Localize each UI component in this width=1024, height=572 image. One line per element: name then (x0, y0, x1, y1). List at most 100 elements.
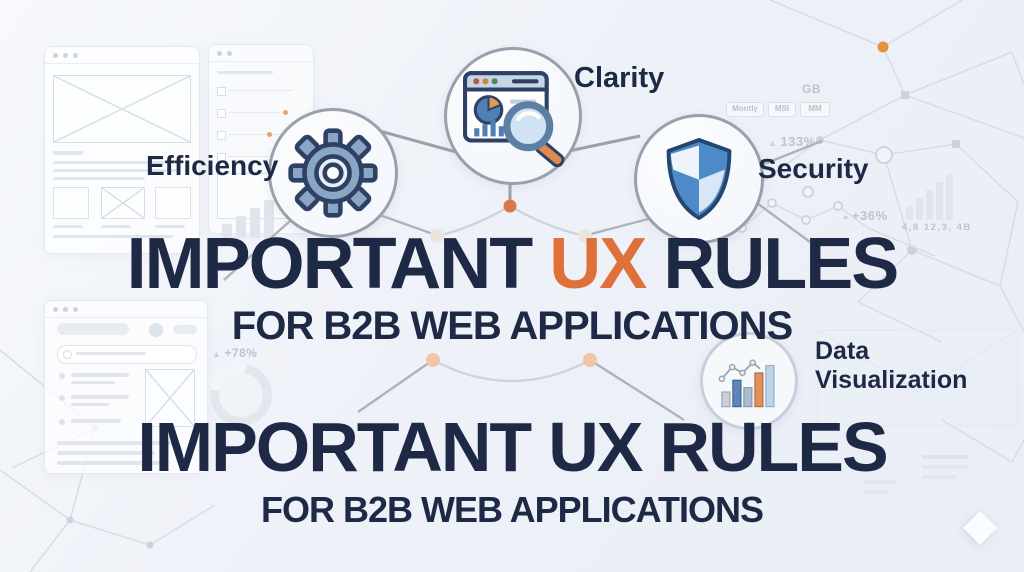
search-bar-placeholder (57, 345, 197, 364)
flow-node-icon (217, 131, 226, 140)
node-label-security: Security (758, 153, 869, 184)
text-placeholder-line (71, 381, 115, 384)
window-dot-icon (63, 306, 68, 312)
text-placeholder-line (71, 419, 121, 423)
bar (906, 206, 913, 220)
image-placeholder-icon (101, 187, 145, 219)
avatar-placeholder (149, 323, 163, 337)
text-placeholder-line (71, 403, 109, 406)
window-dot-icon (53, 52, 58, 58)
bg-faint-bar-chart-left (222, 196, 274, 238)
bar (264, 200, 274, 238)
text-placeholder-line (53, 161, 181, 164)
bg-stat-78: ▲+78% (212, 346, 258, 360)
bar (250, 208, 260, 238)
list-bullet (59, 373, 65, 379)
card-placeholder (155, 187, 191, 219)
bar (222, 224, 232, 238)
bg-stat-133: ▲133% (768, 134, 816, 149)
window-dot-icon (73, 306, 78, 312)
dot-icon: ● (843, 212, 849, 222)
text-placeholder-line (864, 480, 896, 484)
text-placeholder-line (53, 151, 83, 155)
bg-faint-bar-chart-right (906, 172, 956, 220)
flow-connector-dotted (229, 90, 293, 91)
bar (946, 174, 953, 220)
title-word-ux: UX (549, 224, 647, 304)
flow-connector-dotted (229, 134, 293, 135)
bar (236, 216, 246, 238)
bg-chip-mm: MM (800, 102, 830, 117)
text-placeholder-line (922, 475, 956, 479)
node-circle-data-visualization (700, 332, 798, 430)
wireframe-header (209, 45, 313, 62)
bg-wireframe-app-bottomleft (44, 300, 208, 474)
node-circle-efficiency (268, 108, 398, 238)
node-circle-security (634, 114, 764, 244)
bg-stat-36: ●+36% (843, 208, 888, 223)
bg-chip-montly: Montly (726, 102, 764, 117)
bg-chip-msi: MSI (768, 102, 796, 117)
text-placeholder-line (53, 169, 181, 172)
flow-node-icon (217, 153, 226, 162)
triangle-up-icon: ▲ (768, 138, 778, 148)
flow-node-icon (217, 109, 226, 118)
bar (936, 182, 943, 220)
text-placeholder-line (922, 455, 968, 459)
flow-dot-orange (283, 110, 288, 115)
wireframe-header (45, 301, 207, 318)
title-word: RULES (659, 408, 888, 486)
node-label-efficiency: Efficiency (146, 150, 279, 181)
list-bullet (59, 395, 65, 401)
text-placeholder-line (217, 71, 273, 74)
bar (916, 198, 923, 220)
window-dot-icon (63, 52, 68, 58)
node-label-clarity: Clarity (574, 62, 665, 94)
text-placeholder-line (76, 352, 146, 355)
window-dot-icon (217, 50, 222, 56)
text-placeholder-line (155, 225, 185, 228)
image-placeholder-icon (53, 75, 191, 143)
flow-connector-dotted (229, 112, 279, 113)
title-word: RULES (663, 224, 899, 304)
text-placeholder-line (71, 373, 129, 377)
text-placeholder-line (57, 461, 167, 465)
title-placeholder (57, 323, 129, 335)
bar (926, 190, 933, 220)
bg-stat-gb: GB (802, 82, 821, 96)
text-placeholder-line (57, 451, 155, 455)
text-placeholder-line (53, 177, 145, 180)
gear-icon (288, 128, 378, 218)
list-bullet (59, 419, 65, 425)
text-placeholder-line (53, 235, 173, 238)
search-icon (63, 350, 72, 359)
flow-dot-orange (267, 132, 272, 137)
window-dot-icon (73, 52, 78, 58)
text-placeholder-line (57, 441, 179, 445)
bg-wireframe-browser-topleft (44, 46, 200, 254)
window-dot-icon (227, 50, 232, 56)
flow-node-icon (217, 87, 226, 96)
flow-connector-dotted (229, 156, 285, 157)
title-word: IMPORTANT (137, 408, 532, 486)
text-placeholder-line (922, 465, 968, 469)
text-placeholder-line (71, 395, 129, 399)
text-placeholder-line (101, 225, 131, 228)
bar-chart-icon (718, 359, 775, 408)
image-placeholder-icon (145, 369, 195, 427)
node-label-data-visualization: Data Visualization (815, 337, 968, 394)
title-secondary-subtitle: FOR B2B WEB APPLICATIONS (260, 488, 764, 530)
title-word: UX (548, 408, 643, 486)
card-placeholder (53, 187, 89, 219)
shield-icon (666, 138, 732, 220)
title-primary-subtitle: FOR B2B WEB APPLICATIONS (231, 304, 793, 349)
magnifier-dashboard-icon (463, 71, 565, 167)
triangle-up-icon: ▲ (212, 349, 222, 359)
button-placeholder (173, 325, 197, 334)
